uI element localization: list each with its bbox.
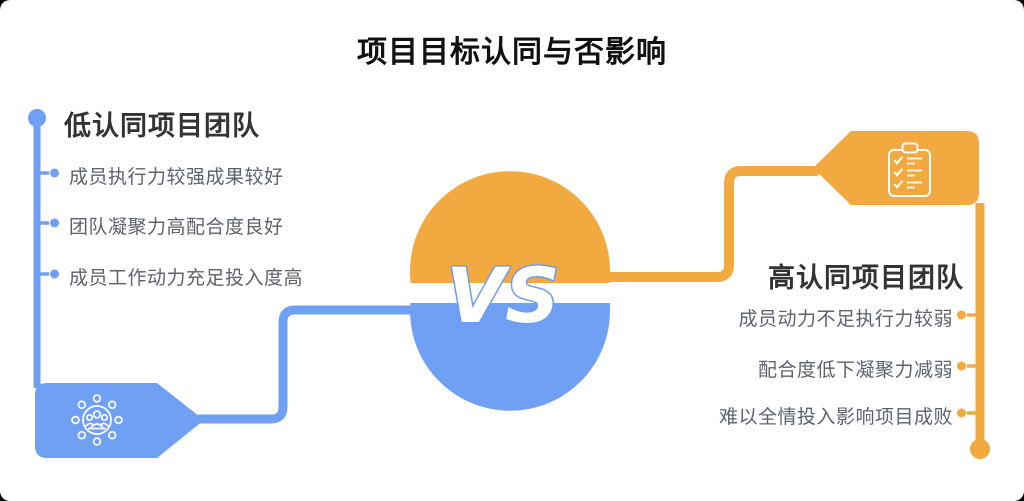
clipboard-checklist-icon	[888, 142, 931, 197]
right-bullet-ticks	[957, 310, 980, 418]
left-connector-line	[195, 305, 475, 424]
vs-circle: VS	[409, 171, 610, 411]
vs-label: VS	[446, 251, 560, 340]
right-banner	[813, 131, 979, 205]
page-title: 项目目标认同与否影响	[357, 36, 667, 69]
vs-circle-top-half	[409, 171, 610, 283]
left-bullet-ticks	[37, 168, 59, 279]
left-banner	[35, 383, 204, 458]
right-end-dot	[970, 439, 990, 459]
right-connector-line	[550, 166, 821, 282]
left-bullet-3: 成员工作动力充足投入度高	[69, 268, 304, 289]
vs-circle-bottom-half	[410, 303, 610, 411]
left-bullet-1: 成员执行力较强成果较好	[69, 167, 284, 188]
right-branch	[550, 131, 990, 459]
left-panel-heading: 低认同项目团队	[64, 111, 260, 141]
right-bullet-2: 配合度低下凝聚力减弱	[757, 360, 953, 381]
left-branch	[28, 109, 475, 458]
right-panel-heading: 高认同项目团队	[768, 263, 964, 293]
left-bullet-2: 团队凝聚力高配合度良好	[69, 217, 284, 238]
right-bullet-3: 难以全情投入影响项目成败	[718, 407, 953, 428]
right-bullet-1: 成员动力不足执行力较弱	[738, 309, 953, 330]
team-network-icon	[71, 394, 123, 446]
left-heading-dot	[28, 109, 46, 127]
